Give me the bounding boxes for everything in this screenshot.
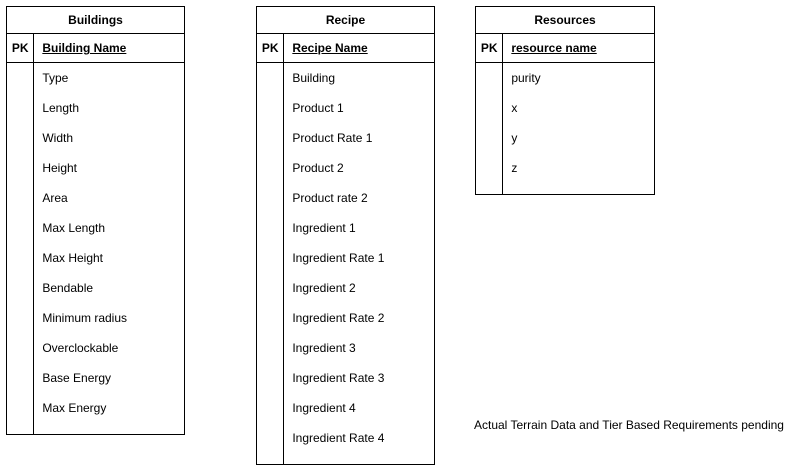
field-column: Type Length Width Height Area Max Length… [34,63,184,434]
field-row: Ingredient 2 [292,281,356,296]
entity-table-buildings[interactable]: Buildings PK Building Name Type Length W… [6,6,185,435]
primary-key-row: PK Recipe Name [257,34,434,64]
entity-table-recipe[interactable]: Recipe PK Recipe Name Building Product 1… [256,6,435,465]
field-row: z [511,161,518,176]
key-field-cell: Building Name [42,41,127,55]
table-body: Building Product 1 Product Rate 1 Produc… [257,63,434,464]
primary-key-row: PK Building Name [7,34,184,64]
table-title: Buildings [7,7,184,34]
field-row: Width [42,131,74,146]
field-row: Ingredient 3 [292,341,356,356]
field-row: x [511,101,518,116]
pk-header-cell: PK [7,34,35,63]
field-row: Length [42,101,80,116]
field-row: Product 2 [292,161,344,176]
primary-key-row: PK resource name [476,34,654,64]
field-row: Max Energy [42,401,107,416]
field-column: purity x y z [503,63,654,194]
field-row: Ingredient Rate 4 [292,431,385,446]
field-row: Ingredient Rate 3 [292,371,385,386]
table-body: Type Length Width Height Area Max Length… [7,63,184,434]
field-row: Minimum radius [42,311,128,326]
field-row: Max Length [42,221,106,236]
field-row: Product 1 [292,101,344,116]
field-row: Bendable [42,281,94,296]
field-row: Ingredient Rate 1 [292,251,385,266]
key-field-cell: Recipe Name [292,41,368,55]
field-row: Height [42,161,78,176]
field-row: Type [42,71,69,86]
field-row: Product Rate 1 [292,131,373,146]
field-row: Ingredient Rate 2 [292,311,385,326]
pk-column [476,63,504,194]
field-row: Ingredient 4 [292,401,356,416]
field-row: Ingredient 1 [292,221,356,236]
table-title: Resources [476,7,654,34]
field-row: Overclockable [42,341,119,356]
field-row: Base Energy [42,371,112,386]
table-body: purity x y z [476,63,654,194]
key-field-cell: resource name [511,41,597,55]
pk-header-cell: PK [476,34,504,63]
pending-note: Actual Terrain Data and Tier Based Requi… [474,418,784,432]
field-row: Max Height [42,251,104,266]
pk-column [257,63,285,464]
pk-header-cell: PK [257,34,285,63]
pk-column [7,63,35,434]
field-row: purity [511,71,541,86]
field-row: Area [42,191,68,206]
entity-table-resources[interactable]: Resources PK resource name purity x y z [475,6,655,195]
field-row: Building [292,71,336,86]
field-row: Product rate 2 [292,191,368,206]
field-row: y [511,131,518,146]
field-column: Building Product 1 Product Rate 1 Produc… [284,63,434,464]
table-title: Recipe [257,7,434,34]
